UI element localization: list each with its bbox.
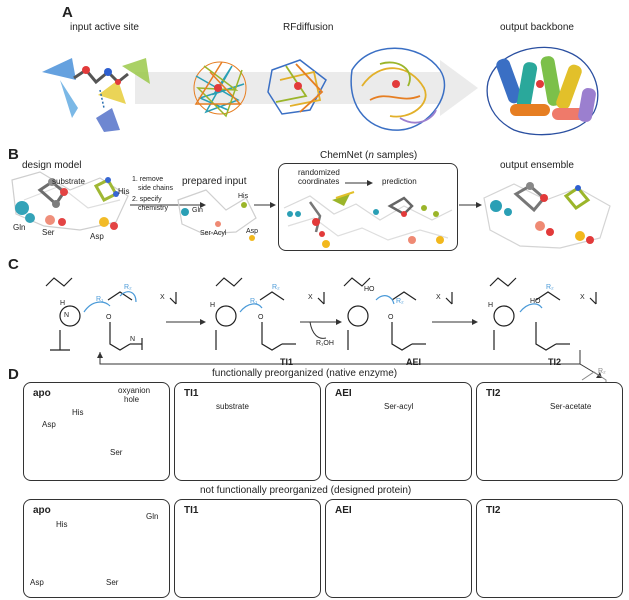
d-row2-box-ti1: TI1 (174, 499, 321, 598)
ho-label: HO (364, 286, 375, 293)
prepared-input-label: prepared input (182, 176, 247, 187)
randomized-label-2: coordinates (298, 177, 340, 186)
chemnet-title-prefix: ChemNet ( (320, 150, 369, 161)
panel-d-letter: D (8, 366, 19, 383)
prepared-gln-label: Gln (192, 207, 203, 214)
d-row2-apo-ser: Ser (106, 578, 119, 587)
substrate-label: substrate (52, 177, 85, 186)
prediction-label: prediction (382, 177, 417, 186)
ser-label: Ser (42, 228, 55, 237)
d-row2-box-ti2: TI2 (476, 499, 623, 598)
d-row1-apo-oxyanion: oxyanion (118, 386, 151, 395)
d-row2-box-apo: apo (23, 499, 170, 598)
d-row1-box-apo: apo (23, 382, 170, 481)
d-row2-apo-asp: Asp (30, 578, 44, 587)
input-active-site-graphic (42, 58, 150, 132)
n-label-2: N (130, 336, 136, 343)
diffusion-step-1 (193, 61, 247, 118)
h-label-3: H (488, 302, 494, 309)
ti1-label: TI1 (280, 357, 294, 367)
r2-label-4: R₂ (546, 284, 554, 291)
aei-label: AEI (406, 357, 422, 367)
d-row1-aei-title: AEI (335, 388, 352, 399)
step-line-1: 1. remove (132, 176, 164, 183)
h-label-2: H (210, 302, 216, 309)
gln-label: Gln (13, 223, 26, 232)
chemnet-box (278, 163, 458, 251)
r2-label-5: R₂ (598, 368, 606, 375)
step-line-3: 2. specify (132, 196, 162, 203)
prepared-input-graphic (177, 189, 257, 241)
d-row1-box-ti1: TI1 (174, 382, 321, 481)
output-backbone-graphic (486, 46, 599, 136)
panel-a-input-label: input active site (70, 22, 139, 33)
o-label-1: O (106, 314, 112, 321)
diffusion-arrow (135, 60, 478, 116)
step-line-4: chemistry (138, 205, 168, 212)
n-label-1: N (64, 312, 70, 319)
d-row1-ti1-title: TI1 (184, 388, 199, 399)
x-label-4: X (580, 294, 585, 301)
d-row1-apo-hole: hole (124, 395, 140, 404)
panel-a-method-label: RFdiffusion (283, 22, 334, 33)
panel-a-output-label: output backbone (500, 22, 574, 33)
design-model-label: design model (22, 160, 82, 171)
electron-arrows (83, 291, 543, 313)
d-row2-aei-title: AEI (335, 505, 352, 516)
d-row1-ti1-substrate: substrate (216, 402, 249, 411)
prepared-asp-label: Asp (246, 228, 259, 235)
x-label-1: X (160, 294, 165, 301)
chemnet-graphic (283, 191, 453, 248)
d-row1-box-ti2: TI2 (476, 382, 623, 481)
d-row1-aei-seracyl: Ser-acyl (384, 402, 414, 411)
r1oh-label: R₁OH (316, 340, 334, 347)
d-row1-apo-ser: Ser (110, 448, 123, 457)
chemnet-title-suffix: samples) (373, 150, 418, 161)
design-model-graphic (11, 171, 129, 231)
diffusion-step-3 (350, 47, 446, 131)
o-label-3: O (388, 314, 394, 321)
step-line-2: side chains (138, 185, 174, 192)
prepared-his-label: His (238, 193, 249, 200)
r2-label-2: R₂ (272, 284, 280, 291)
d-row1-ti2-seracetate: Ser-acetate (550, 402, 592, 411)
chemnet-title-n: n (368, 150, 374, 161)
row1-title: functionally preorganized (native enzyme… (212, 368, 398, 379)
o-label-2: O (258, 314, 264, 321)
h-label-1: H (60, 300, 66, 307)
asp-label: Asp (90, 232, 104, 241)
r2-label-1: R₂ (124, 284, 132, 291)
d-row1-box-aei: AEI (325, 382, 472, 481)
d-row1-apo-title: apo (33, 388, 51, 399)
panel-c-letter: C (8, 256, 19, 273)
r1-label-1: R₁ (96, 296, 104, 303)
row2-title: not functionally preorganized (designed … (200, 485, 412, 496)
x-label-3: X (436, 294, 441, 301)
his-label: His (118, 187, 130, 196)
r1-label-2: R₁ (250, 298, 258, 305)
d-row1-ti2-title: TI2 (486, 388, 501, 399)
d-row2-apo-title: apo (33, 505, 51, 516)
d-row1-apo-asp: Asp (42, 420, 56, 429)
ti2-label: TI2 (548, 357, 562, 367)
output-ensemble-graphic (483, 182, 611, 249)
reaction-scheme (45, 277, 597, 351)
d-row2-ti2-title: TI2 (486, 505, 501, 516)
prepared-seracyl-label: Ser-Acyl (200, 230, 227, 237)
x-label-2: X (308, 294, 313, 301)
d-row1-apo-his: His (72, 408, 84, 417)
chemnet-title: ChemNet (n samples) (320, 150, 417, 161)
d-row2-apo-gln: Gln (146, 512, 159, 521)
diffusion-step-2 (267, 59, 327, 115)
d-row2-apo-his: His (56, 520, 68, 529)
output-ensemble-label: output ensemble (500, 160, 574, 171)
r2-label-3: R₂ (396, 298, 404, 305)
ho-label-2: HO (530, 298, 541, 305)
panel-a-letter: A (62, 4, 73, 21)
d-row2-ti1-title: TI1 (184, 505, 199, 516)
randomized-label-1: randomized (298, 168, 340, 177)
panel-b-letter: B (8, 146, 19, 163)
d-row2-box-aei: AEI (325, 499, 472, 598)
